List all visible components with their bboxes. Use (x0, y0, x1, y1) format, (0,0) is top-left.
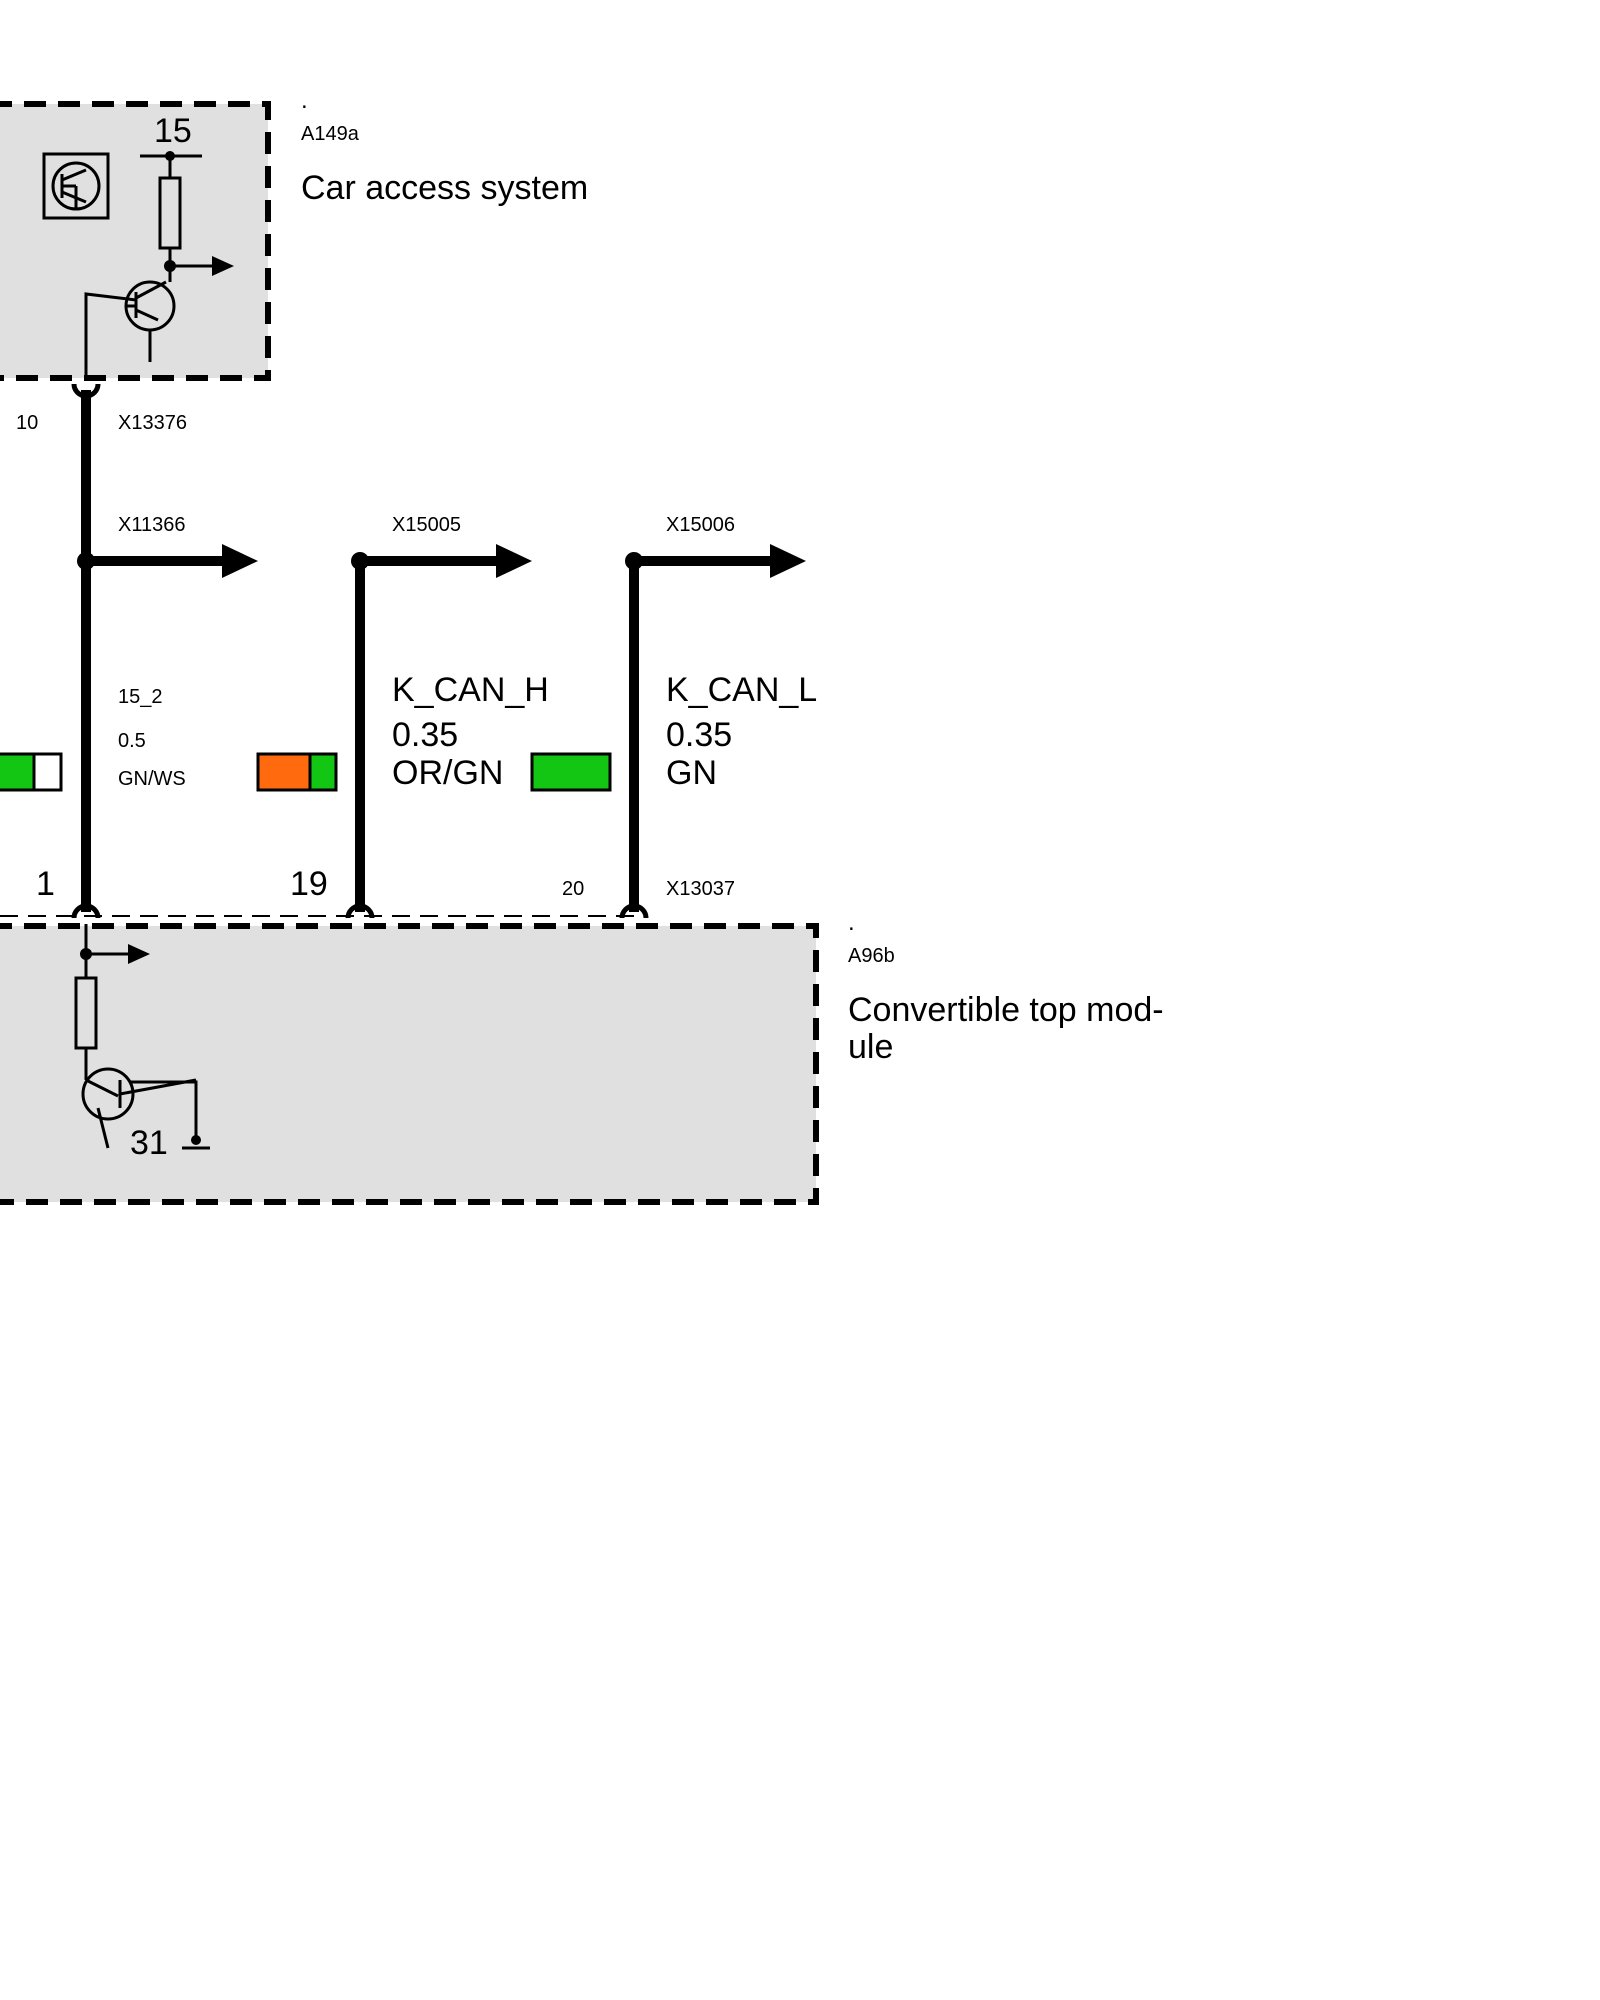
wire-1-color-code: GN/WS (118, 768, 186, 790)
module-title-top: Car access system (301, 169, 588, 207)
wire-k-can-h (345, 544, 532, 919)
wire-2-pin: 19 (290, 865, 328, 903)
wire-2-signal: K_CAN_H (392, 671, 549, 709)
arrow-connector-label-1: X11366 (118, 514, 185, 536)
module-dot-top: . (301, 87, 308, 114)
wire-arrow-icon (222, 544, 258, 578)
top-pin-label: 10 (16, 412, 38, 434)
convertible-top-module: 31 (0, 915, 819, 1205)
module-title-bottom-line1: Convertible top mod- (848, 991, 1164, 1029)
module-id-bottom: A96b (848, 945, 895, 967)
output-arrow-icon (128, 944, 150, 964)
transistor-icon (124, 280, 176, 362)
arrow-connector-label-2: X15005 (392, 514, 461, 536)
wire-2-gauge: 0.35 (392, 716, 458, 754)
wire-3-color-code: GN (666, 754, 717, 792)
module-id-top: A149a (301, 123, 360, 145)
ground-icon (182, 1135, 210, 1150)
car-access-system-module: 15 (0, 101, 271, 381)
wire-1-gauge: 0.5 (118, 730, 146, 752)
wire-3-color-swatch (530, 752, 612, 792)
wire-2-color-code: OR/GN (392, 754, 503, 792)
output-arrow-icon (212, 256, 234, 276)
wire-k-can-l (619, 544, 806, 919)
wire-1-pin: 1 (36, 865, 55, 903)
wire-3-signal: K_CAN_L (666, 671, 817, 709)
module-dot-bottom: . (848, 909, 855, 936)
ground-pin-label: 31 (130, 1124, 168, 1162)
transistor-symbol-icon (42, 152, 110, 220)
wire-arrow-icon (496, 544, 532, 578)
supply-pin-label: 15 (154, 112, 192, 150)
wire-15-2 (71, 383, 258, 919)
bottom-connector-label: X13037 (666, 878, 735, 900)
transistor-icon (81, 1067, 197, 1149)
wire-arrow-icon (770, 544, 806, 578)
module-title-bottom-line2: ule (848, 1028, 893, 1066)
wire-1-signal: 15_2 (118, 686, 163, 708)
top-connector-label: X13376 (118, 412, 187, 434)
wire-3-pin: 20 (562, 878, 584, 900)
wire-3-gauge: 0.35 (666, 716, 732, 754)
module-box-bottom (0, 923, 819, 1205)
arrow-connector-label-3: X15006 (666, 514, 735, 536)
wire-1-color-swatch (0, 752, 63, 792)
wire-2-color-swatch (256, 752, 338, 792)
module-box-top (0, 101, 271, 381)
